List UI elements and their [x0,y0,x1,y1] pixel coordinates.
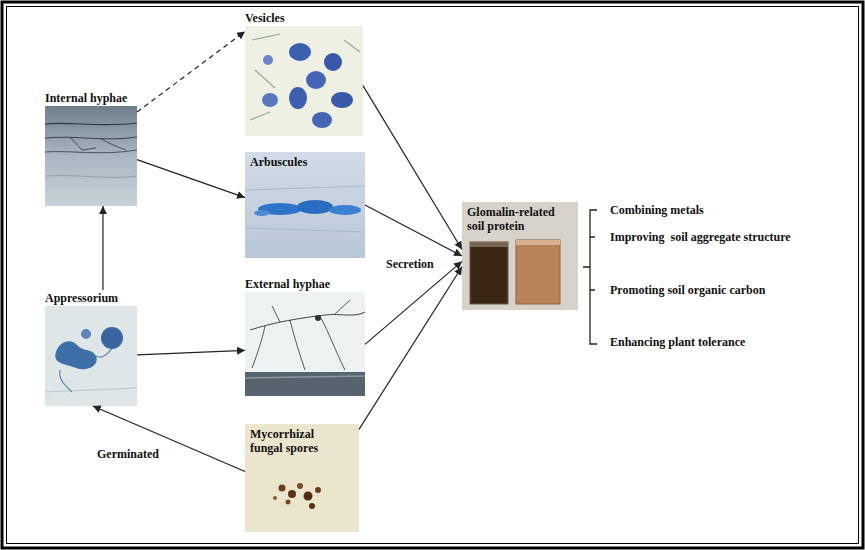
glomalin-image [462,202,578,310]
panel-heading: Mycorrhizal fungal spores [245,424,335,458]
image-panel: Mycorrhizal fungal spores [245,424,359,532]
arrow-connector [365,205,462,256]
image-panel: Arbuscules [245,152,365,258]
arbuscules-image [245,152,365,258]
function-item: Improving soil aggregate structure [610,230,791,244]
function-item: Combining metals [610,203,704,217]
process-label: Secretion [386,257,434,271]
frame-inner [7,7,859,544]
arrow-connector [365,261,462,344]
panel-heading: Arbuscules [245,152,365,172]
arrow-connector [93,406,245,472]
bracket [583,210,597,344]
image-panel: Appressorium [45,290,137,406]
image-panel: Vesicles [245,10,363,136]
edge-label: Germinated [95,447,161,461]
arrow-connector [363,86,462,250]
arrow-connector [137,31,245,112]
panel-heading: Internal hyphae [45,90,137,106]
panel-heading: External hyphae [245,276,365,292]
arrow-connector [102,206,103,290]
panel-heading: Appressorium [45,290,137,306]
internal-hyphae-image [45,106,137,206]
vesicles-image [245,26,363,136]
image-panel: Glomalin-related soil protein [462,202,578,310]
panel-heading: Glomalin-related soil protein [462,202,570,236]
arrow-connector [137,350,245,355]
function-item: Promoting soil organic carbon [610,283,765,297]
appressorium-image [45,306,137,406]
image-panel: Internal hyphae [45,90,137,206]
image-panel: External hyphae [245,276,365,396]
arrow-connector [359,267,462,430]
arrow-connector [137,160,245,198]
spores-image [245,424,359,532]
external-hyphae-image [245,292,365,396]
panel-heading: Vesicles [245,10,363,26]
function-item: Enhancing plant tolerance [610,335,745,349]
